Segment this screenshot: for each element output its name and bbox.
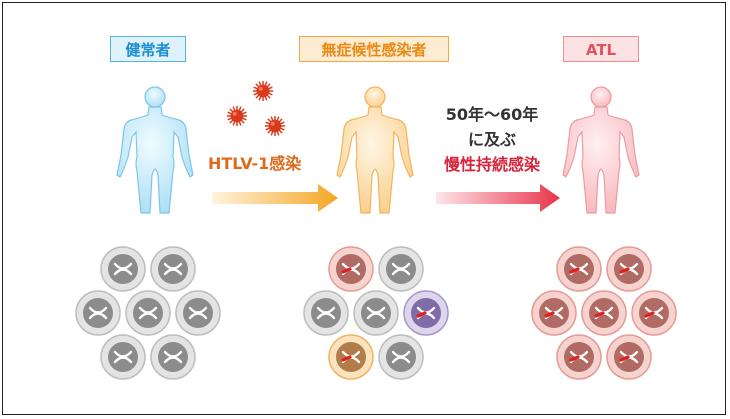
cell-icon [631,290,677,336]
duration-span: に及ぶ [467,130,516,149]
cell-icon [175,290,221,336]
stage-label-carrier: 無症候性感染者 [299,36,449,62]
infection-arrow-icon [212,184,338,212]
cell-icon [403,290,449,336]
cell-icon [125,290,171,336]
atl-person-icon [562,86,640,214]
cell-icon [556,334,602,380]
duration-years: 50年〜60年 [445,105,539,124]
cell-icon [531,290,577,336]
healthy-person-icon [116,86,194,214]
cell-icon [100,246,146,292]
cell-icon [556,246,602,292]
cell-icon [378,334,424,380]
stage-label-healthy: 健常者 [110,36,186,62]
cell-icon [150,334,196,380]
virus-icon [264,115,286,137]
stage-label-atl: ATL [563,36,639,62]
cell-icon [378,246,424,292]
cell-icon [353,290,399,336]
cell-groups [75,246,677,380]
virus-icon [226,105,248,127]
cell-icon [75,290,121,336]
carrier-person-icon [336,86,414,214]
cell-icon [328,246,374,292]
cell-icon [606,246,652,292]
virus-icon [252,80,274,102]
cell-icon [303,290,349,336]
chronic-arrow-icon [436,184,560,212]
cell-icon [581,290,627,336]
chronic-infection-label: 慢性持続感染 [443,155,540,174]
infection-label: HTLV-1感染 [208,154,302,173]
cell-icon [606,334,652,380]
cell-icon [100,334,146,380]
cell-icon [328,334,374,380]
cell-icon [150,246,196,292]
